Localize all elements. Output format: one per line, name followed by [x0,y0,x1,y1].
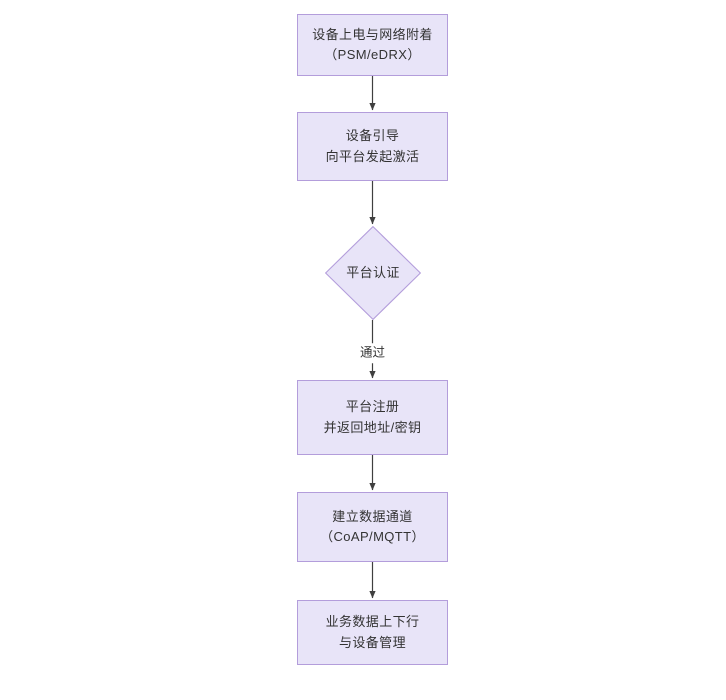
node-business-data[interactable]: 业务数据上下行 与设备管理 [297,600,448,665]
node-data-channel[interactable]: 建立数据通道 （CoAP/MQTT） [297,492,448,562]
node-bootstrap-line2: 向平台发起激活 [325,148,420,164]
node-power-on[interactable]: 设备上电与网络附着 （PSM/eDRX） [297,14,448,76]
node-power-on-line1: 设备上电与网络附着 [312,26,433,42]
node-platform-auth-label: 平台认证 [346,264,400,280]
node-bootstrap[interactable]: 设备引导 向平台发起激活 [297,112,448,181]
edge-label-pass: 通过 [356,343,389,363]
node-platform-register-line2: 并返回地址/密钥 [323,419,422,435]
node-bootstrap-line1: 设备引导 [345,128,400,144]
node-power-on-line2: （PSM/eDRX） [324,47,421,62]
diamond-shape-icon [325,226,421,320]
node-platform-register-line1: 平台注册 [345,399,400,415]
node-business-data-line1: 业务数据上下行 [325,614,420,630]
node-business-data-line2: 与设备管理 [338,634,406,650]
node-data-channel-line2: （CoAP/MQTT） [320,529,425,544]
node-platform-auth[interactable]: 平台认证 [325,226,421,320]
node-platform-register[interactable]: 平台注册 并返回地址/密钥 [297,380,448,455]
node-data-channel-line1: 建立数据通道 [332,508,413,524]
